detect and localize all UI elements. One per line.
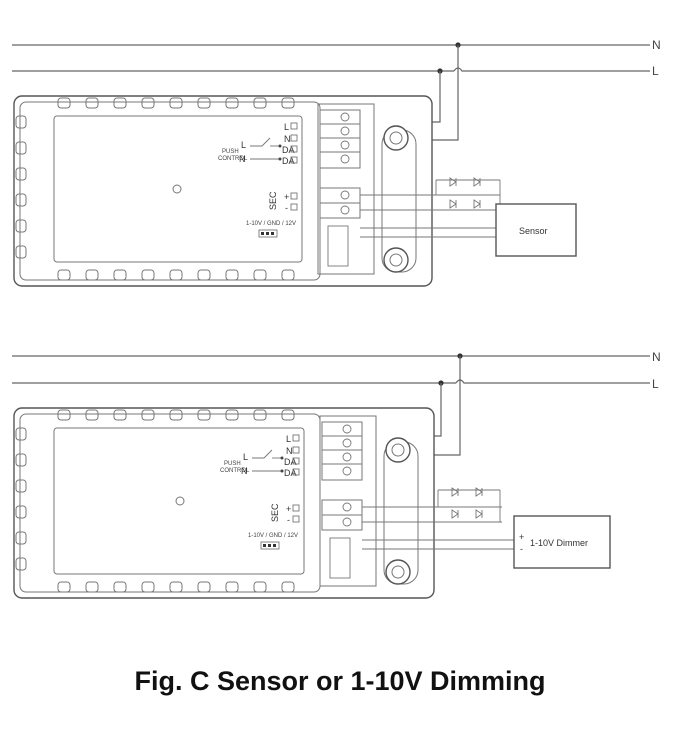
terminal-l-top: L <box>284 122 289 132</box>
sensor-box <box>495 203 577 257</box>
neutral-label-bottom: N <box>652 350 661 364</box>
figure-caption: Fig. C Sensor or 1-10V Dimming <box>134 666 546 696</box>
dip-switch-top <box>258 229 278 238</box>
sec-minus-top: - <box>285 203 288 213</box>
dip-switch-bottom <box>260 541 280 550</box>
live-line-crossing-bottom <box>455 379 650 384</box>
diagram-dimmer: N L P <box>12 350 661 599</box>
terminal-n-top: N <box>284 134 291 144</box>
led-array-top <box>435 177 501 210</box>
sec-plus-bottom: + <box>286 504 291 514</box>
terminal-block-mains-bottom <box>321 421 363 481</box>
terminal-da1-bottom: DA <box>284 457 297 467</box>
terminal-block-mains-top <box>319 109 361 169</box>
live-line-crossing-top <box>453 67 650 72</box>
live-label-bottom: L <box>652 377 659 391</box>
live-label-top: L <box>652 64 659 78</box>
mount-hole-bottom <box>175 496 185 506</box>
dimmer-label: 1-10V Dimmer <box>530 538 588 548</box>
switch-n-top: N <box>239 154 246 164</box>
terminal-da2-bottom: DA <box>284 468 297 478</box>
switch-n-bottom: N <box>241 466 248 476</box>
neutral-label-top: N <box>652 38 661 52</box>
terminal-l-bottom: L <box>286 434 291 444</box>
sec-plus-top: + <box>284 192 289 202</box>
mount-hole-top <box>172 184 182 194</box>
dimmer-box <box>513 515 611 569</box>
dimmer-minus: - <box>520 544 523 554</box>
sec-label-bottom: SEC <box>270 503 280 522</box>
dimmer-plus: + <box>519 532 524 542</box>
control-label-top: CONTROL <box>218 156 248 162</box>
control-label-bottom: CONTROL <box>220 468 250 474</box>
led-driver-top: PUSH CONTROL L N L N DA DA SEC + - 1-10V… <box>13 95 500 287</box>
led-array-bottom <box>437 487 501 522</box>
dip-label-bottom: 1-10V / GND / 12V <box>248 533 298 539</box>
led-driver-bottom: PUSH CONTROL L N L N DA DA SEC + - 1-10V… <box>13 407 516 599</box>
push-label-bottom: PUSH <box>224 461 241 467</box>
diagram-sensor: N L <box>12 38 661 287</box>
sec-minus-bottom: - <box>287 515 290 525</box>
terminal-n-bottom: N <box>286 446 293 456</box>
terminal-da2-top: DA <box>282 156 295 166</box>
terminal-da1-top: DA <box>282 145 295 155</box>
sensor-label: Sensor <box>519 226 548 236</box>
sec-label-top: SEC <box>268 191 278 210</box>
switch-l-bottom: L <box>243 452 248 462</box>
push-label-top: PUSH <box>222 149 239 155</box>
switch-l-top: L <box>241 140 246 150</box>
dip-label-top: 1-10V / GND / 12V <box>246 221 296 227</box>
